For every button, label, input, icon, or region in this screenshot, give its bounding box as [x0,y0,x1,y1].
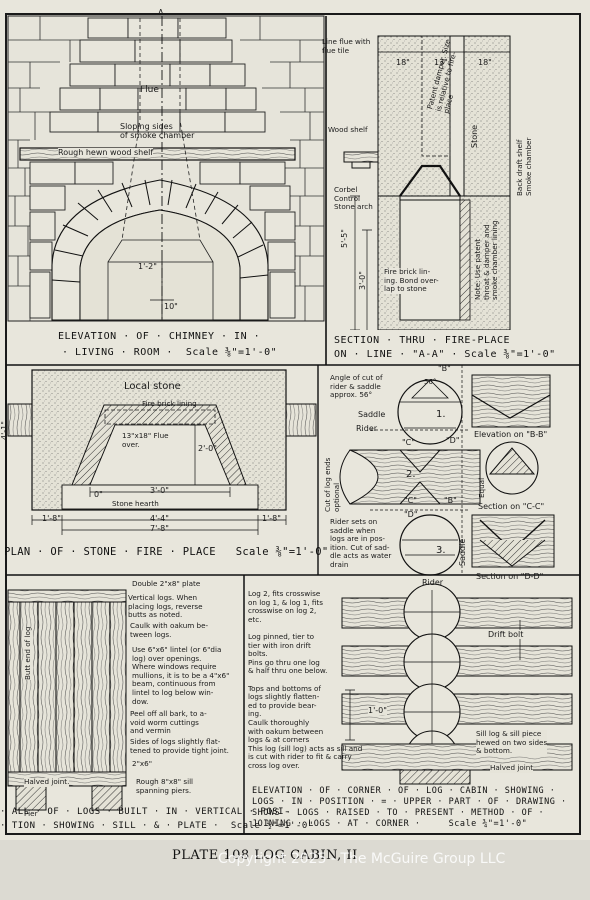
local-stone-label: Local stone [124,381,181,392]
saddle-details [317,365,555,576]
lintel-note: Use 6"x6" lintel (or 6"dia log) over ope… [132,645,230,706]
rider-label-2: Rider [422,578,444,587]
flue-size-label: 13"x18" Flue over. [122,431,169,449]
equal-label: Equal [477,477,486,498]
section-note: Note: Use patent throat & damper and smo… [473,220,500,300]
sloping-sides-label: Sloping sides of smoke chamber [120,122,195,140]
mark-b-2: "B" [444,496,457,505]
wall-title-line1: · ALL · OF · LOGS · BUILT · IN · VERTICA… [0,807,291,817]
plan-dim-side: 4'-1" [0,421,9,440]
mark-b-1: "B" [438,364,451,373]
corner-title-line3: SHOWS · LOGS · RAISED · TO · PRESENT · M… [252,808,545,818]
two-by-six-label: 2"x6" [132,759,153,768]
wall-title-line2: · TION · SHOWING · SILL · & · PLATE · Sc… [0,821,314,831]
corbel-label: Corbel Control Stone arch [334,185,373,212]
section-width-3: 18" [478,58,492,67]
saddle-label-1: Saddle [358,410,386,419]
angle-mark: 56° [424,378,437,386]
sides-note: Sides of logs slightly flat- tened to pr… [130,737,229,755]
elevation-bb-label: Elevation on "B-B" [474,430,548,439]
section-cc-label: Section on "C-C" [478,502,545,511]
corner-dim: 1'-0" [368,706,387,715]
fireplace-section [326,16,578,365]
firebrick-label: Fire brick lin- ing. Bond over- lap to s… [384,267,439,294]
section-width-1: 18" [396,58,410,67]
plan-dim-left: 1'-8" [42,514,61,523]
mark-d-1: "D" [446,436,460,445]
fireplace-plan [5,369,317,535]
saddle-label-2: Saddle [458,538,467,566]
mark-d-2: "D" [404,510,418,519]
page-footer [0,840,590,900]
pier-label: Pier [24,809,38,818]
caulk-note: Caulk with oakum be- tween logs. [130,621,209,639]
drift-bolt-label: Drift bolt [488,630,524,639]
mark-c-2: "C" [404,496,417,505]
sill-log-note: Sill log & sill piece hewed on two sides… [476,729,548,756]
section-height-2: 3'-0" [358,271,367,290]
angle-cut-label: Angle of cut of rider & saddle approx. 5… [330,373,383,400]
section-mark-a-top: A [158,8,164,17]
plan-dim-2ft: 2'-0" [198,444,217,453]
section-title-line2: ON · LINE · "A-A" · Scale ⅜"=1'-0" [334,349,556,360]
plan-dim-4ft4: 4'-4" [150,514,169,523]
section-dd-label: Section on "D-D" [476,572,544,581]
liner-label: Line flue with flue tile [322,37,371,55]
corner-title-line1: ELEVATION · OF · CORNER · OF · LOG · CAB… [252,786,556,796]
plan-dim-3ft: 3'-0" [150,486,169,495]
butt-end-label: Butt end of log [23,626,33,680]
chimney-dim-2: 10" [164,302,178,311]
plan-title: PLAN · OF · STONE · FIRE · PLACE Scale ⅜… [4,546,329,558]
mark-c-1: "C" [402,438,415,447]
plan-dim-right: 1'-8" [262,514,281,523]
halved-joint-label-corner: Halved joint [490,763,534,773]
corner-title-line2: LOGS · IN · POSITION · = · UPPER · PART … [252,797,567,807]
plate-caption: PLATE 108 LOG CABIN, II [172,848,358,863]
section-title-line1: SECTION · THRU · FIRE-PLACE [334,335,511,346]
plan-dim-0: 0" [94,490,103,499]
section-width-2: 13" [434,58,448,67]
halved-joint-label-wall: Halved joint. [24,777,70,787]
double-plate-label: Double 2"x8" plate [132,579,201,588]
fire-brick-label: Fire brick lining [142,399,197,408]
sill-note: Rough 8"x8" sill spanning piers. [136,777,194,795]
chimney-elevation [7,15,325,365]
corner-elevation [341,583,573,785]
rider-note: Rider sets on saddle when logs are in po… [330,517,392,570]
cut-ends-label: Cut of log ends optional [323,457,341,512]
chimney-title-line1: ELEVATION · OF · CHIMNEY · IN · [58,331,261,342]
shelf-label: Rough hewn wood shelf [58,148,154,157]
chimney-title-line2: · LIVING · ROOM · Scale ⅜"=1'-0" [62,347,278,358]
stone-hearth-label: Stone hearth [112,499,159,508]
section-height-1: 5'-5" [340,229,349,248]
log-number-3: 3. [436,545,446,556]
flue-label: Flue [140,85,159,95]
corner-notes: Log 2, fits crosswise on log 1, & log 1,… [248,589,363,770]
plan-dim-7ft8: 7'-8" [150,524,169,533]
copyright-watermark: Copyright 2025 - The McGuire Group LLC [218,851,506,867]
chimney-dim-1: 1'-2" [138,262,157,271]
log-number-2: 2. [406,469,416,480]
rider-label-1: Rider [356,424,378,433]
log-number-1: 1. [436,409,446,420]
stone-label: Stone [470,124,479,148]
peel-note: Peel off all bark, to a- void worm cutti… [130,709,207,736]
vertical-logs-note: Vertical logs. When placing logs, revers… [128,593,203,620]
back-draft-label: Back draft shelf Smoke chamber [515,137,533,196]
wood-shelf-label: Wood shelf [328,125,368,134]
corner-title-line4: JOINING · LOGS · AT · CORNER · Scale ¾"=… [252,819,528,829]
